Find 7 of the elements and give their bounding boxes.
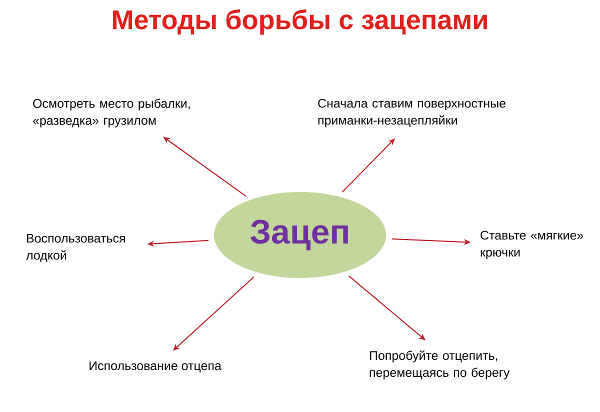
note-text: Ставьте «мягкие» крючки: [480, 230, 584, 260]
note-text: Попробуйте отцепить, перемещаясь по берегу: [370, 350, 510, 380]
note-text: Сначала ставим поверхностные приманки-незацепляйки: [318, 98, 506, 128]
title: Методы борьбы с зацепами: [113, 9, 487, 35]
note-text: Осмотреть место рыбалки, «разведка» грузилом: [33, 98, 190, 128]
note-text: Воспользоваться лодкой: [26, 234, 125, 262]
note-text: Использование отцепа: [90, 361, 222, 373]
